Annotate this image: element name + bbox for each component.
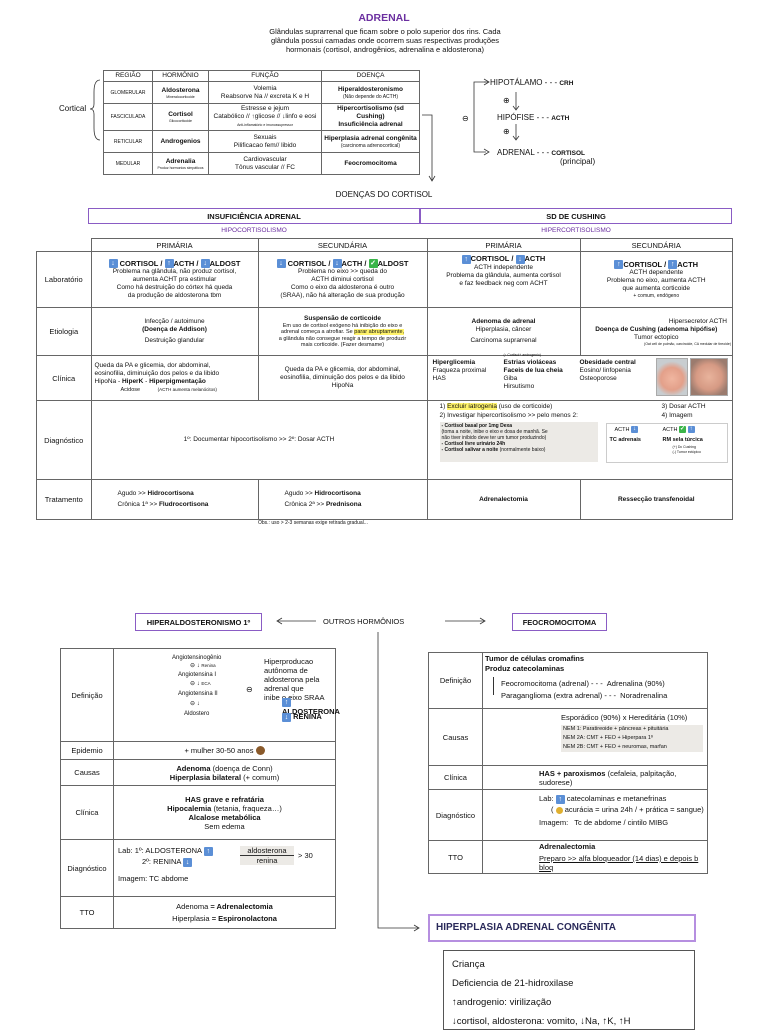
arrow-down-icon: ↓ bbox=[108, 259, 118, 269]
axis-pituitary: HIPÓFISE - - - ACTH bbox=[497, 113, 570, 122]
check-icon: ✓ bbox=[368, 259, 378, 269]
regions-table: REGIÃO HORMÔNIO FUNÇÃO DOENÇA GLOMERULAR… bbox=[103, 70, 420, 175]
minus-icon: ⊖ bbox=[462, 114, 469, 123]
feo-row-tto: TTO Adrenalectomia Preparo >> alfa bloqu… bbox=[428, 840, 708, 874]
arrow-up-icon: ↑ bbox=[668, 260, 678, 270]
axis-principal: (principal) bbox=[560, 157, 596, 166]
acth-imaging-box: ACTH ↓ ACTH ✓ ↑ TC adrenais RM sela túrc… bbox=[605, 423, 728, 463]
arrow-up-icon: ↑ bbox=[203, 846, 213, 856]
hac-box: Criança Deficiencia de 21-hidroxilase ↑a… bbox=[443, 950, 695, 1030]
aldo-row-definicao: Definição Angiotensinogênio ⊖ ↓ Renina A… bbox=[60, 648, 340, 742]
cushing-header: SD DE CUSHING bbox=[420, 208, 732, 224]
check-icon: ✓ bbox=[679, 426, 687, 433]
feo-row-causas: Causas Esporádico (90%) x Hereditária (1… bbox=[428, 708, 708, 766]
cushing-abdomen-image bbox=[689, 358, 728, 396]
arrow-up-icon: ↑ bbox=[687, 426, 695, 433]
aldo-table: Definição Angiotensinogênio ⊖ ↓ Renina A… bbox=[60, 648, 340, 929]
aldo-row-epidemio: Epidemio + mulher 30-50 anos bbox=[60, 741, 336, 760]
arrow-up-icon: ↑ bbox=[461, 254, 471, 264]
arrow-down-icon: ↓ bbox=[282, 712, 291, 722]
arrow-down-icon: ↓ bbox=[200, 259, 210, 269]
arrow-down-icon: ↓ bbox=[332, 259, 342, 269]
arrow-down-icon: ↓ bbox=[631, 426, 639, 433]
arrow-down-icon: ↓ bbox=[276, 259, 286, 269]
arrow-down-icon: ↓ bbox=[515, 254, 525, 264]
row-laboratorio: Laboratório ↓ CORTISOL / ↑ACTH / ↓ALDOST… bbox=[36, 251, 733, 308]
woman-emoji-icon bbox=[255, 746, 265, 756]
aldo-row-causas: Causas Adenoma (doença de Conn) Hiperpla… bbox=[60, 759, 336, 786]
cortical-label: Cortical bbox=[59, 104, 87, 113]
row-diagnostico: Diagnóstico 1º: Documentar hipocortisoli… bbox=[36, 400, 733, 480]
feo-row-definicao: Definição Tumor de células cromafins Pro… bbox=[428, 652, 708, 709]
feo-row-clinica: Clínica HAS + paroxismos (cefaleia, palp… bbox=[428, 765, 708, 790]
page-title: ADRENAL bbox=[358, 12, 410, 24]
obs-note: Obs.: uso > 2-3 semanas exige retirada g… bbox=[258, 520, 368, 526]
arrow-up-icon: ↑ bbox=[164, 259, 174, 269]
aldo-row-tto: TTO Adenoma = Adrenalectomia Hiperplasia… bbox=[60, 896, 336, 929]
feo-title: FEOCROMOCITOMA bbox=[512, 613, 607, 631]
arrow-down-icon: ↓ bbox=[183, 857, 193, 867]
hiperaldo-title: HIPERALDOSTERONISMO 1º bbox=[135, 613, 262, 631]
hipo-label: HIPOCORTISOLISMO bbox=[221, 227, 287, 234]
feo-table: Definição Tumor de células cromafins Pro… bbox=[428, 652, 708, 874]
outros-title: OUTROS HORMÔNIOS bbox=[323, 617, 405, 626]
hac-title: HIPERPLASIA ADRENAL CONGÊNITA bbox=[428, 914, 696, 942]
row-etiologia: Etiologia Infecção / autoimune(Doença de… bbox=[36, 307, 733, 356]
cushing-face-image bbox=[655, 358, 688, 396]
minus-icon: ⊖ bbox=[246, 685, 253, 694]
hiper-label: HIPERCORTISOLISMO bbox=[541, 227, 611, 234]
axis-adrenal: ADRENAL - - - CORTISOL bbox=[497, 148, 585, 157]
row-tratamento: Tratamento Agudo >> Hidrocortisona Crôni… bbox=[36, 479, 733, 520]
insuf-header: INSUFICIÊNCIA ADRENAL bbox=[88, 208, 420, 224]
arrow-up-icon: ↑ bbox=[555, 794, 565, 804]
plus-icon: ⊕ bbox=[503, 96, 510, 105]
intro-text: Glândulas suprarrenal que ficam sobre o … bbox=[269, 27, 501, 54]
feo-row-diagnostico: Diagnóstico Lab: ↑ catecolaminas e metan… bbox=[428, 789, 708, 841]
aldo-row-diagnostico: Diagnóstico Lab: 1º: ALDOSTERONA ↑ 2º: R… bbox=[60, 839, 336, 897]
medal-icon bbox=[555, 806, 563, 814]
row-clinica: Clínica Queda da PA e glicemia, dor abdo… bbox=[36, 353, 733, 401]
plus-icon: ⊕ bbox=[503, 127, 510, 136]
cortisol-title: DOENÇAS DO CORTISOL bbox=[335, 190, 433, 199]
arrow-up-icon: ↑ bbox=[282, 697, 291, 707]
arrow-up-icon: ↑ bbox=[614, 260, 624, 270]
cushing-tests-box: - Cortisol basal por 1mg Dexa(toma a noi… bbox=[439, 422, 598, 462]
axis-hypothalamus: HIPOTÁLAMO - - - CRH bbox=[490, 78, 574, 87]
cortisol-table: PRIMÁRIA SECUNDÁRIA PRIMÁRIA SECUNDÁRIA … bbox=[36, 238, 733, 520]
aldo-row-clinica: Clínica HAS grave e refratária Hipocalem… bbox=[60, 785, 336, 840]
